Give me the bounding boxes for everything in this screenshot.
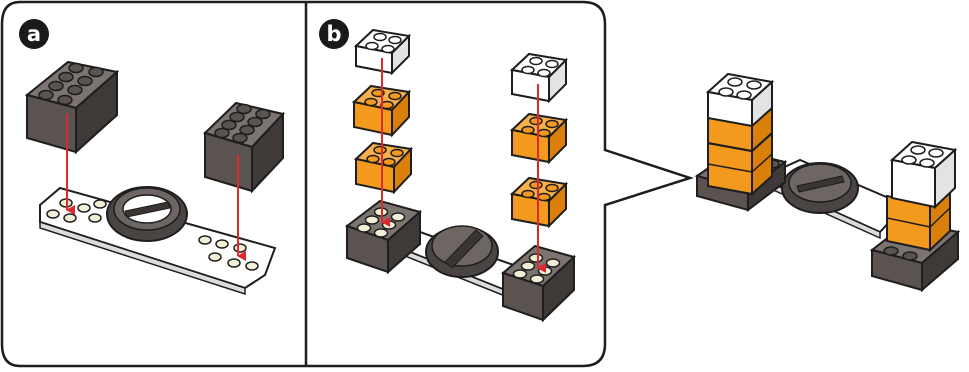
turntable-icon — [425, 225, 499, 278]
white-brick-2x2 — [509, 52, 569, 104]
left-tower — [694, 72, 788, 213]
step-b-badge: b — [319, 19, 349, 49]
instruction-panel-frame — [0, 0, 695, 368]
dark-brick-2x4 — [24, 60, 120, 155]
step-a-badge: a — [19, 19, 49, 49]
dark-brick-2x4 — [203, 101, 285, 194]
step-a-label: a — [27, 22, 41, 46]
dark-brick-2x3 — [500, 244, 576, 323]
turntable-icon — [781, 162, 859, 214]
right-tower — [869, 140, 961, 293]
panel-a — [24, 60, 285, 296]
turntable-icon — [106, 186, 188, 242]
panel-b — [344, 28, 576, 323]
step-b-label: b — [326, 22, 341, 46]
assembled-result — [694, 72, 961, 293]
orange-brick-2x2 — [353, 141, 414, 195]
